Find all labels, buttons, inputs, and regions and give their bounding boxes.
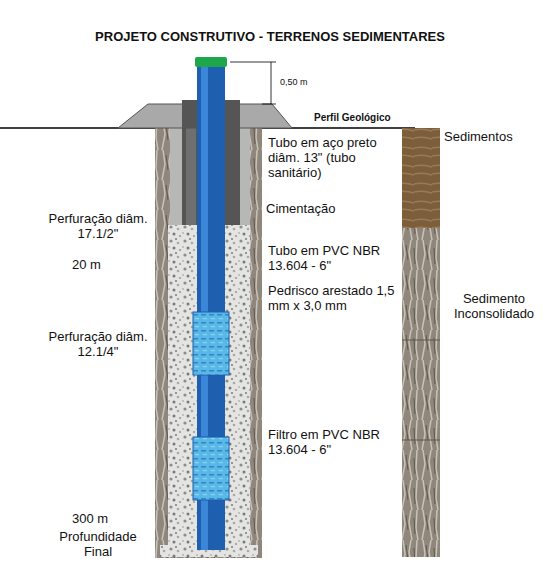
callout-label: Tubo em aço preto diâm. 13" (tubo sanitá… — [268, 136, 398, 181]
callout-label: Tubo em PVC NBR 13.604 - 6" — [268, 244, 398, 274]
callout-label: Sedimento Inconsolidado — [442, 292, 546, 322]
callout-label: Perfil Geológico — [314, 112, 402, 124]
title: PROJETO CONSTRUTIVO - TERRENOS SEDIMENTA… — [0, 30, 540, 45]
callout-label: 0,50 m — [280, 77, 340, 87]
callout-label: Profundidade Final — [44, 530, 152, 560]
callout-label: Perfuração diâm. 17.1/2" — [44, 212, 152, 242]
callout-label: Perfuração diâm. 12.1/4" — [44, 330, 152, 360]
callout-label: Pedrisco arestado 1,5 mm x 3,0 mm — [268, 284, 398, 314]
callout-label: Sedimentos — [444, 130, 544, 145]
callout-label: 20 m — [72, 258, 132, 273]
callout-label: 300 m — [72, 512, 132, 527]
callout-label: Cimentação — [266, 202, 396, 217]
callout-label: Filtro em PVC NBR 13.604 - 6" — [268, 428, 398, 458]
